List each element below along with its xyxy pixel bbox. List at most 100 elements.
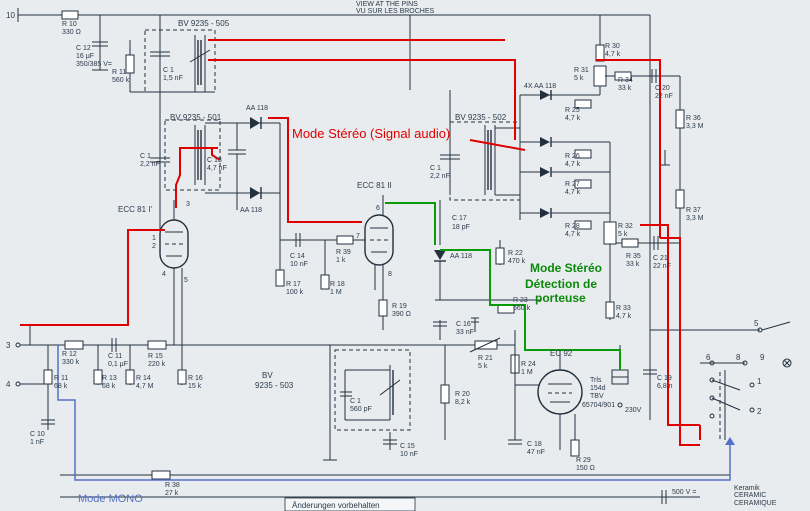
r34-value: 33 k: [618, 85, 632, 92]
transformer-505: [125, 29, 216, 93]
r32-value: 5 k: [618, 231, 628, 238]
r16-label: R 16: [188, 375, 203, 382]
r30-label: R 30: [605, 43, 620, 50]
transformer-501: [150, 92, 281, 240]
ceramic-l1: Keramik: [734, 485, 760, 492]
c11-label: C 11: [108, 353, 122, 360]
supply-rail: [17, 8, 651, 420]
ceramic-l2: CERAMIC: [734, 492, 766, 499]
annotations: Mode Stéréo (Signal audio) Mode Stéréo D…: [78, 126, 602, 505]
relay-l4: 65704/901: [582, 402, 615, 409]
r24-value: 1 M: [521, 369, 533, 376]
c1c-label: C 1: [430, 165, 441, 172]
pin-3: 3: [6, 341, 11, 350]
r13-value: 68 k: [102, 383, 116, 390]
diode-bridge: [519, 90, 610, 230]
r20-label: R 20: [455, 391, 470, 398]
carrier-detection: [433, 200, 540, 340]
r18-label: R 18: [330, 281, 345, 288]
r14-label: R 14: [136, 375, 151, 382]
c13-value: 4,7 nF: [207, 165, 227, 172]
r11b-label: R 11: [54, 375, 68, 382]
footer-note: Änderungen vorbehalten: [292, 501, 380, 510]
r18-value: 1 M: [330, 289, 342, 296]
c11-value: 0,1 μF: [108, 361, 128, 368]
transformer-503: [323, 345, 411, 461]
r36-label: R 36: [686, 115, 701, 122]
r26-label: R 26: [565, 153, 580, 160]
c500-label: 500 V =: [672, 489, 696, 496]
t503-label-2: 9235 - 503: [255, 381, 294, 390]
c14-label: C 14: [290, 253, 305, 260]
c18-label: C 18: [527, 441, 542, 448]
tube-ecc81-2: [275, 193, 394, 330]
r34-label: R 34: [618, 77, 633, 84]
c1a-label: C 1: [163, 67, 174, 74]
stereo-signal-annotation: Mode Stéréo (Signal audio): [292, 126, 450, 141]
relay-l1: Trls: [590, 377, 602, 384]
pin-4: 4: [6, 380, 11, 389]
r16-value: 15 k: [188, 383, 202, 390]
ceramic-l3: CERAMIQUE: [734, 500, 777, 507]
r33-value: 4,7 k: [616, 313, 632, 320]
r11b-value: 68 k: [54, 383, 68, 390]
c14-value: 10 nF: [290, 261, 308, 268]
tube1-pin-5: 5: [184, 277, 188, 284]
r35-value: 33 k: [626, 261, 640, 268]
r27-value: 4,7 k: [565, 189, 581, 196]
r11-label: R 11: [112, 69, 126, 76]
r20-r21-network: [410, 337, 515, 440]
c19-label: C 19: [657, 375, 672, 382]
c20-label: C 20: [655, 85, 670, 92]
t503-label-1: BV: [262, 371, 273, 380]
r39-value: 1 k: [336, 257, 346, 264]
tube2-pin-7: 7: [356, 233, 360, 240]
r31-label: R 31: [574, 67, 589, 74]
r15-label: R 15: [148, 353, 163, 360]
c16-label: C 16: [456, 321, 471, 328]
relay-l2: 154d: [590, 385, 606, 392]
r26-value: 4,7 k: [565, 161, 581, 168]
pin-8: 8: [736, 353, 741, 362]
c1a-value: 1,5 nF: [163, 75, 183, 82]
c12-label: C 12: [76, 45, 91, 52]
pin-1: 1: [757, 377, 762, 386]
diode-mid-label: AA 118: [240, 207, 262, 214]
r12-value: 330 k: [62, 359, 80, 366]
tube2-pin-6: 6: [376, 205, 380, 212]
diode-4x-label: 4X AA 118: [524, 83, 556, 90]
r24-label: R 24: [521, 361, 536, 368]
c17-label: C 17: [452, 215, 467, 222]
carrier-detect-path: [385, 202, 621, 370]
r29-label: R 29: [576, 457, 591, 464]
tube-v3-label: EC 92: [550, 349, 573, 358]
tube1-pin-2: 2: [152, 243, 156, 250]
c19-value: 6,8 n: [657, 383, 673, 390]
r35-label: R 35: [626, 253, 641, 260]
r23-label: R 23: [513, 297, 528, 304]
r37-label: R 37: [686, 207, 701, 214]
footer: Änderungen vorbehalten: [284, 497, 416, 511]
r32-label: R 32: [618, 223, 633, 230]
r17-label: R 17: [286, 281, 301, 288]
c12-value: 16 μF: [76, 53, 94, 60]
c21-label: C 21: [653, 255, 668, 262]
c20-value: 22 nF: [655, 93, 673, 100]
stereo-detect-annotation-3: porteuse: [535, 291, 586, 305]
tube-ecc81-1: [159, 200, 189, 345]
r39-label: R 39: [336, 249, 351, 256]
c17-value: 18 pF: [452, 224, 470, 231]
r14-value: 4,7 M: [136, 383, 154, 390]
c1d-label: C 1: [350, 398, 361, 405]
c1b-label: C 1: [140, 153, 151, 160]
c1b-value: 2,2 nF: [140, 161, 160, 168]
mono-annotation: Mode MONO: [78, 493, 143, 505]
tube-v2-label: ECC 81 II: [357, 181, 392, 190]
view-pins-label-1: VIEW AT THE PINS: [356, 1, 418, 8]
pin-labels: 10 3 4 5 6 1 2 8 9 1 2 3 6 7 8 4 5: [6, 11, 765, 416]
r25-label: R 25: [565, 107, 580, 114]
c15-value: 10 nF: [400, 451, 418, 458]
r19-value: 390 Ω: [392, 311, 411, 318]
tube1-pin-4: 4: [162, 271, 166, 278]
